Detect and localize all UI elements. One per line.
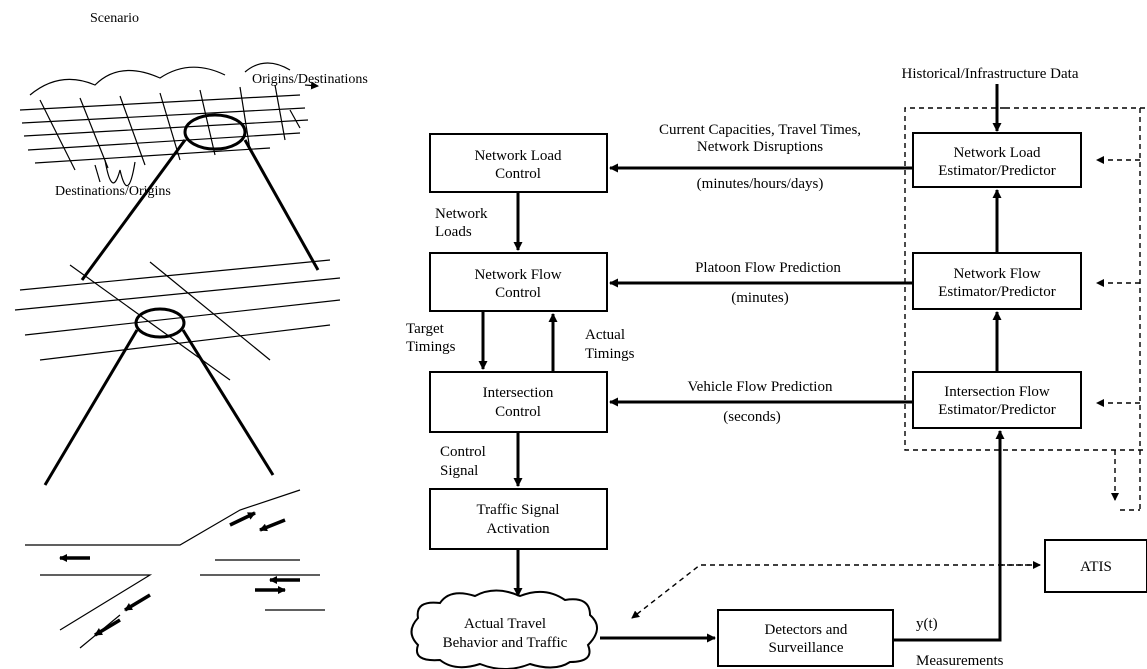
origins-destinations-label: Origins/Destinations (252, 72, 368, 87)
network-loads-label-line2: Loads (435, 224, 472, 240)
network-loads-label-line1: Network (435, 206, 488, 222)
edge-labels: Historical/Infrastructure Data Current C… (406, 66, 1079, 669)
svg-text:Estimator/Predictor: Estimator/Predictor (938, 163, 1055, 179)
destinations-origins-label: Destinations/Origins (55, 184, 171, 199)
historical-data-label: Historical/Infrastructure Data (901, 66, 1078, 82)
network-flow-estimator-box: Network Flow Estimator/Predictor (912, 252, 1082, 310)
svg-text:ATIS: ATIS (1080, 559, 1112, 575)
network-load-control-box: Network Load Control (429, 133, 608, 193)
capacities-label-line2: Network Disruptions (697, 139, 823, 155)
platoon-time-label: (minutes) (731, 290, 789, 306)
actual-timings-label-line1: Actual (585, 327, 625, 343)
svg-text:Intersection: Intersection (483, 385, 554, 401)
measurements-label: Measurements (916, 653, 1004, 669)
svg-text:Detectors and: Detectors and (765, 622, 848, 638)
y-t-label: y(t) (916, 616, 938, 632)
svg-text:Control: Control (495, 404, 541, 420)
network-flow-control-box: Network Flow Control (429, 252, 608, 312)
target-timings-label-line2: Timings (406, 339, 456, 355)
actual-timings-label-line2: Timings (585, 346, 635, 362)
scenario-label: Scenario (90, 11, 139, 26)
intersection-flow-estimator-box: Intersection Flow Estimator/Predictor (912, 371, 1082, 429)
svg-text:Traffic Signal: Traffic Signal (477, 502, 560, 518)
control-signal-label-line2: Signal (440, 463, 478, 479)
control-signal-label-line1: Control (440, 444, 486, 460)
network-load-estimator-box: Network Load Estimator/Predictor (912, 132, 1082, 188)
svg-text:Control: Control (495, 285, 541, 301)
target-timings-label-line1: Target (406, 321, 445, 337)
svg-text:Network Flow: Network Flow (474, 267, 561, 283)
estimator-region-dashed (631, 107, 1147, 619)
svg-text:Estimator/Predictor: Estimator/Predictor (938, 284, 1055, 300)
svg-text:Network Load: Network Load (953, 145, 1041, 161)
svg-text:Behavior and Traffic: Behavior and Traffic (443, 635, 568, 651)
svg-text:Intersection Flow: Intersection Flow (944, 384, 1050, 400)
capacities-time-label: (minutes/hours/days) (697, 176, 824, 192)
traffic-signal-activation-box: Traffic Signal Activation (429, 488, 608, 550)
network-scenario-illustration: Origins/Destinations Destinations/Origin… (14, 62, 368, 649)
svg-text:Activation: Activation (486, 521, 550, 537)
travel-behavior-cloud: Actual Travel Behavior and Traffic (410, 589, 598, 669)
intersection-control-box: Intersection Control (429, 371, 608, 433)
svg-text:Surveillance: Surveillance (769, 640, 844, 656)
svg-text:Network Load: Network Load (474, 148, 562, 164)
svg-text:Actual Travel: Actual Travel (464, 616, 546, 632)
svg-text:Estimator/Predictor: Estimator/Predictor (938, 402, 1055, 418)
flow-connectors (478, 84, 1005, 643)
svg-text:Network Flow: Network Flow (953, 266, 1040, 282)
vehicle-flow-label: Vehicle Flow Prediction (688, 379, 833, 395)
atis-box: ATIS (1044, 539, 1147, 593)
vehicle-time-label: (seconds) (723, 409, 780, 425)
svg-text:Control: Control (495, 166, 541, 182)
platoon-label: Platoon Flow Prediction (695, 260, 841, 276)
detectors-surveillance-box: Detectors and Surveillance (717, 609, 894, 667)
capacities-label-line1: Current Capacities, Travel Times, (659, 122, 861, 138)
